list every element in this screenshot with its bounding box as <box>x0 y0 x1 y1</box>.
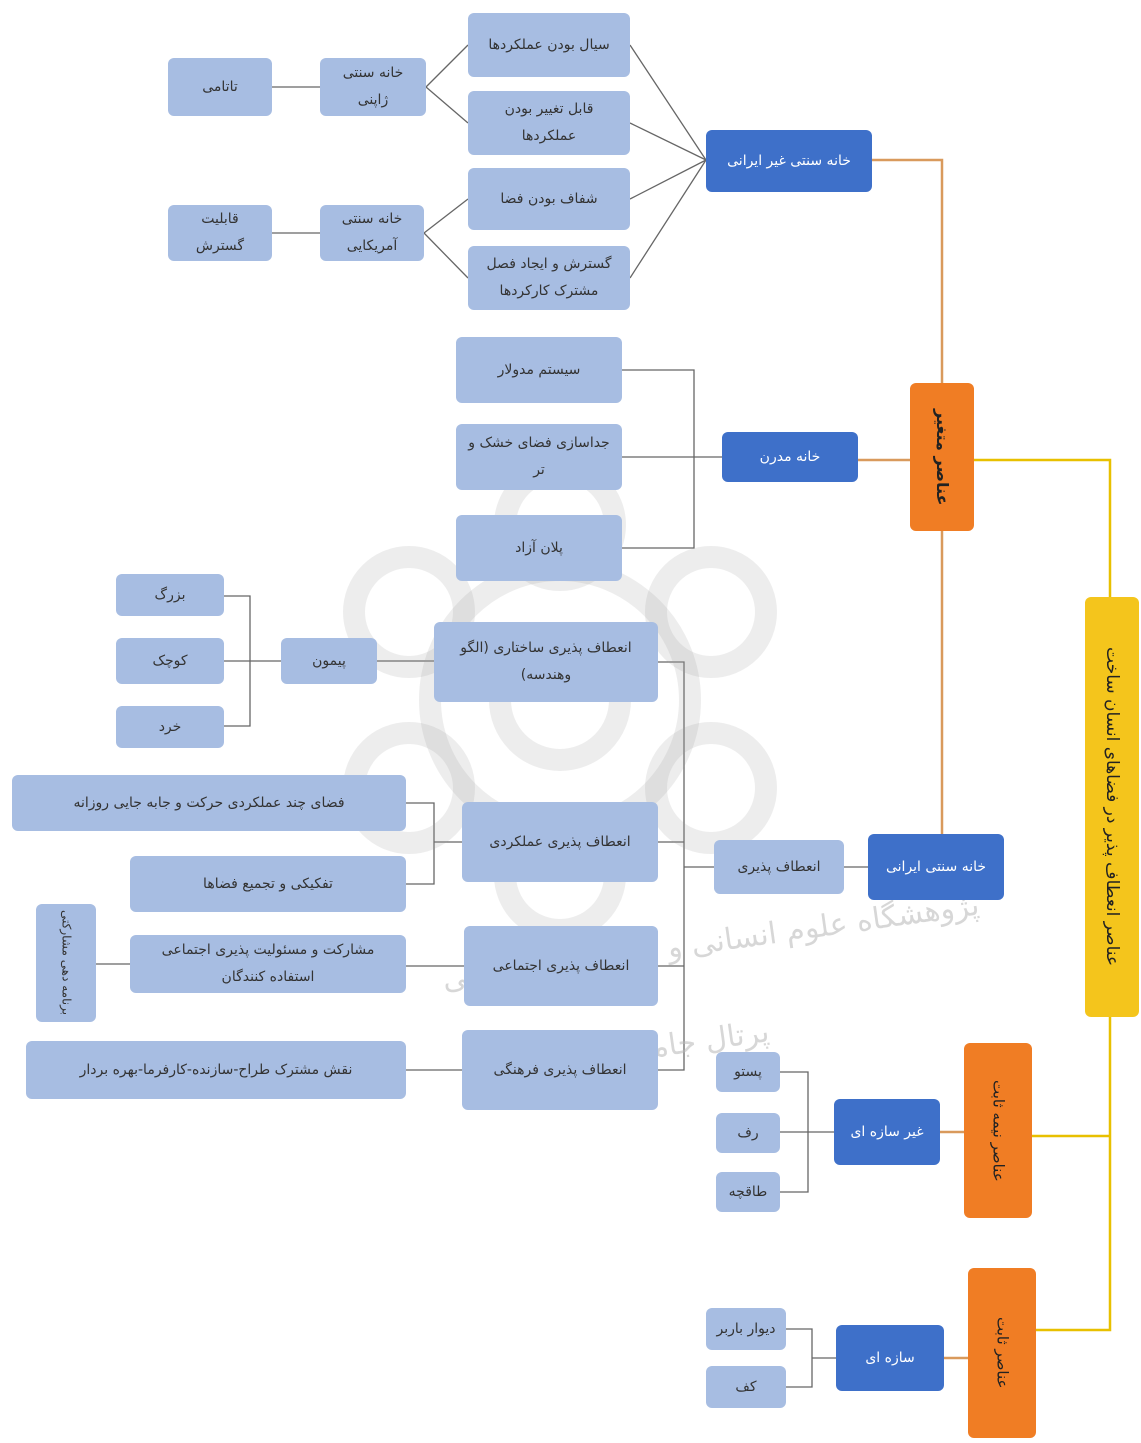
connector-jap-change <box>425 86 469 124</box>
connector-flex-spine <box>658 661 685 1071</box>
root-node: عناصر انعطاف پذیر در فضاهای انسان ساخت <box>1085 597 1139 1017</box>
connector-variable-nonIranian <box>872 158 944 383</box>
social-flexibility-node: انعطاف پذیری اجتماعی <box>464 926 658 1006</box>
changeable-functions-node: قابل تغییر بودن عملکردها <box>468 91 630 155</box>
fluid-functions-node: سیال بودن عملکردها <box>468 13 630 77</box>
american-house-node: خانه سنتی آمریکایی <box>320 205 424 261</box>
structural-node: سازه ای <box>836 1325 944 1391</box>
flexibility-node: انعطاف پذیری <box>714 840 844 894</box>
connector-ni-0 <box>629 44 707 161</box>
connector-modern-bracket <box>622 369 695 549</box>
iranian-traditional-house-node: خانه سنتی ایرانی <box>868 834 1004 900</box>
japanese-house-node: خانه سنتی ژاپنی <box>320 58 426 116</box>
connector-jap-fluid <box>425 44 469 88</box>
cultural-flexibility-node: انعطاف پذیری فرهنگی <box>462 1030 658 1110</box>
peymoon-node: پیمون <box>281 638 377 684</box>
tatami-node: تاتامی <box>168 58 272 116</box>
shared-functions-node: گسترش و ایجاد فصل مشترک کارکردها <box>468 246 630 310</box>
connector-func-bracket <box>406 802 435 885</box>
non-structural-node: غیر سازه ای <box>834 1099 940 1165</box>
modular-system-node: سیستم مدولار <box>456 337 622 403</box>
connector-ni-1 <box>629 122 707 161</box>
variable-elements-node: عناصر متغیر <box>910 383 974 531</box>
fixed-elements-node: عناصر ثابت <box>968 1268 1036 1438</box>
bench-node: پستو <box>716 1052 780 1092</box>
bearing-wall-node: دیوار باربر <box>706 1308 786 1350</box>
wet-dry-separation-node: جداسازی فضای خشک و تر <box>456 424 622 490</box>
connector-st-bracket <box>786 1328 813 1388</box>
participatory-program-node: برنامه دهی مشارکتی <box>36 904 96 1022</box>
connector-ni-3 <box>629 159 707 279</box>
social-participation-node: مشارکت و مسئولیت پذیری اجتماعی استفاده ک… <box>130 935 406 993</box>
structural-flexibility-node: انعطاف پذیری ساختاری (الگو وهندسه) <box>434 622 658 702</box>
space-separation-node: تفکیکی و تجمیع فضاها <box>130 856 406 912</box>
small-node: کوچک <box>116 638 224 684</box>
tiny-node: خرد <box>116 706 224 748</box>
floor-node: کف <box>706 1366 786 1408</box>
shared-role-node: نقش مشترک طراح-سازنده-کارفرما-بهره بردار <box>26 1041 406 1099</box>
shelf-node: رف <box>716 1113 780 1153</box>
connector-am-shared <box>423 232 469 279</box>
modern-house-node: خانه مدرن <box>722 432 858 482</box>
multifunctional-space-node: فضای چند عملکردی حرکت و جابه جایی روزانه <box>12 775 406 831</box>
non-iranian-traditional-house-node: خانه سنتی غیر ایرانی <box>706 130 872 192</box>
semi-fixed-elements-node: عناصر نیمه ثابت <box>964 1043 1032 1218</box>
big-node: بزرگ <box>116 574 224 616</box>
connector-am-trans <box>423 198 469 234</box>
niche-node: طاقچه <box>716 1172 780 1212</box>
transparent-space-node: شفاف بودن فضا <box>468 168 630 230</box>
connector-ni-2 <box>629 159 707 200</box>
functional-flexibility-node: انعطاف پذیری عملکردی <box>462 802 658 882</box>
expandability-node: قابلیت گسترش <box>168 205 272 261</box>
free-plan-node: پلان آزاد <box>456 515 622 581</box>
